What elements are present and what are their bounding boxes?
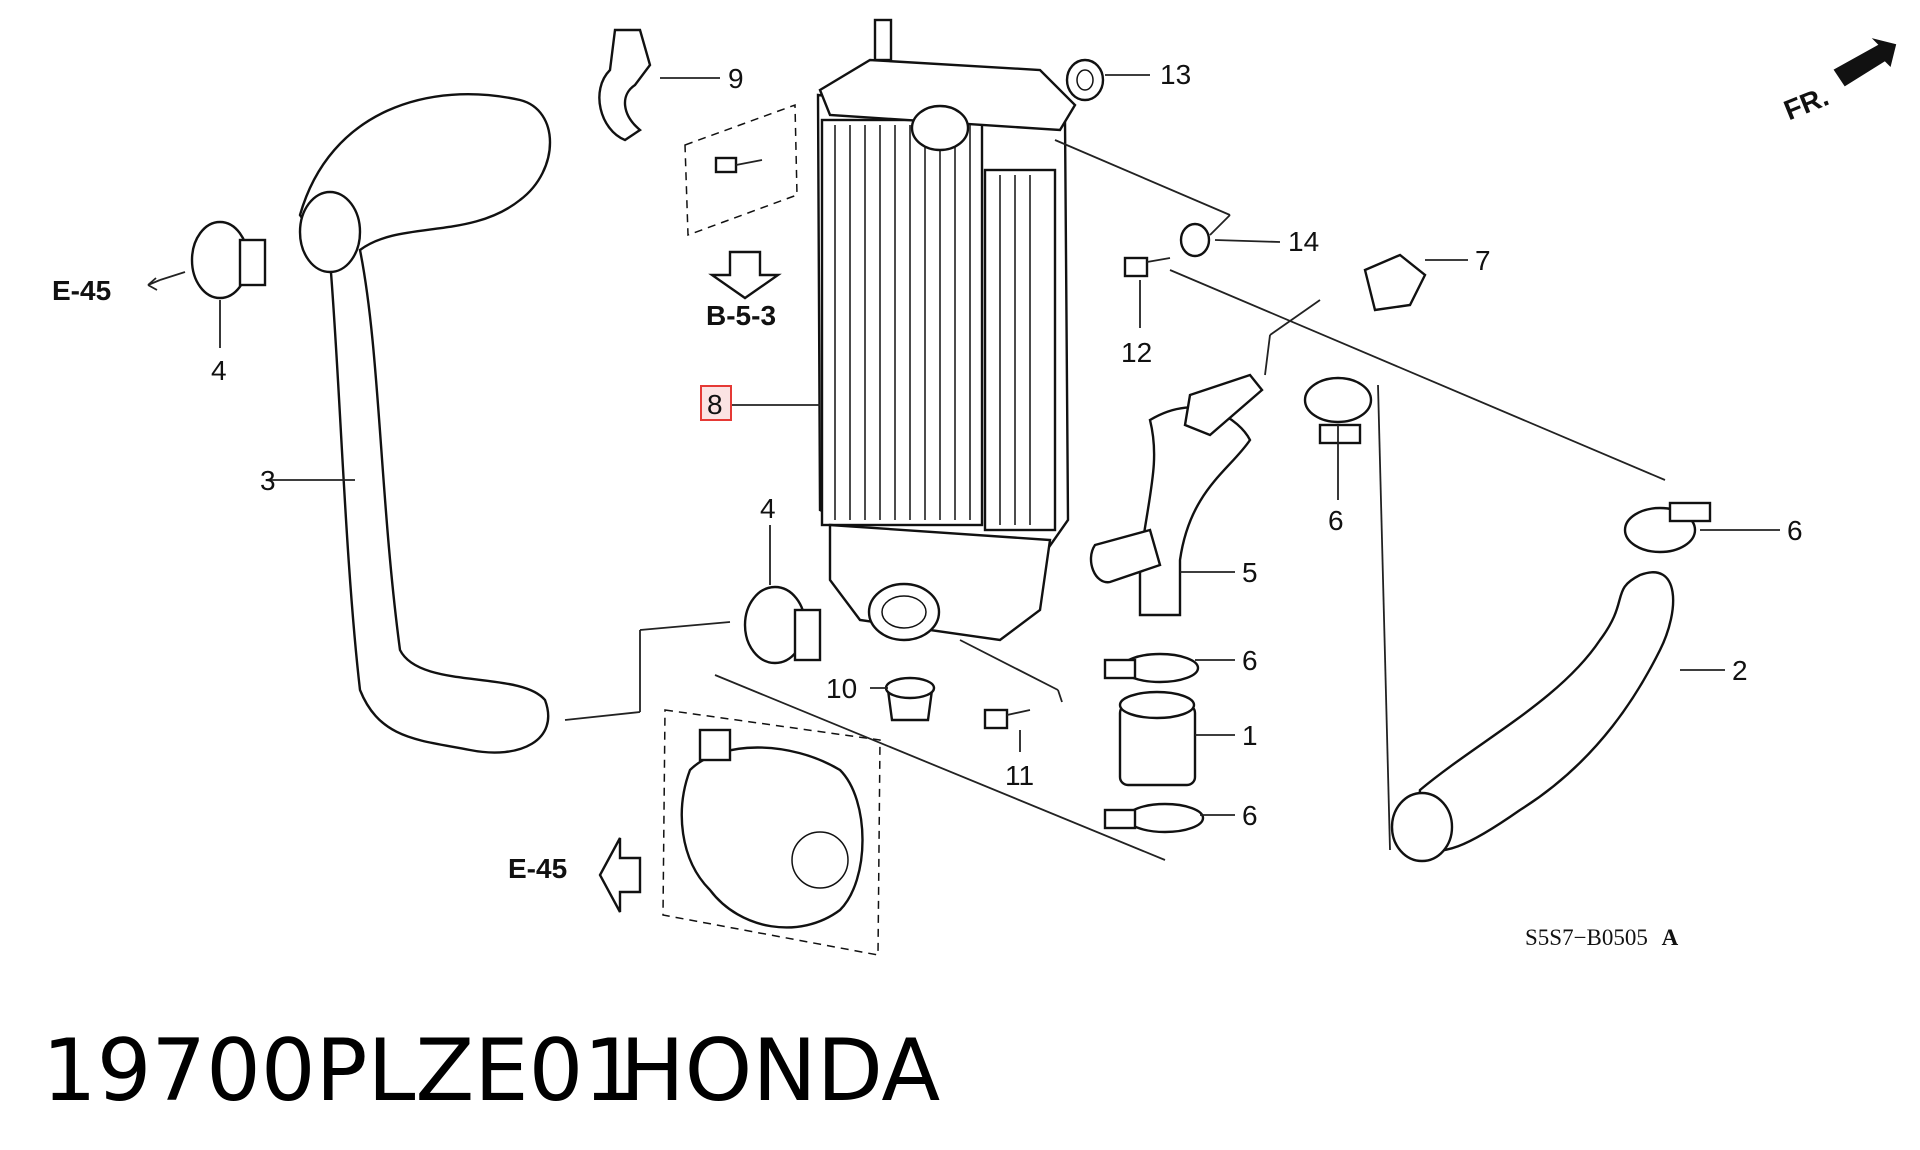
- callout-6-b: 6: [1787, 515, 1803, 546]
- ref-e45-top: E-45: [52, 275, 111, 306]
- caption-part-number: 19700PLZE01: [42, 1021, 638, 1121]
- bolt-11: [983, 708, 1031, 730]
- leader-lines: [159, 74, 1780, 861]
- callout-13: 13: [1160, 59, 1191, 90]
- hose-3: [298, 93, 552, 754]
- clamp-4-mid: [743, 585, 822, 665]
- highlight-box: [700, 385, 732, 421]
- bolt-b53: [714, 156, 763, 174]
- e45-bottom-arrow: [598, 837, 642, 913]
- callout-7: 7: [1475, 245, 1491, 276]
- grommet-13: [1065, 58, 1105, 102]
- front-arrow: [1833, 38, 1897, 87]
- grommet-10: [884, 676, 936, 722]
- turbocharger-reference: [662, 709, 881, 956]
- callout-14: 14: [1288, 226, 1319, 257]
- e45-top-arrow: [147, 277, 161, 291]
- intercooler-core: [816, 18, 1077, 642]
- hose-2: [1390, 571, 1675, 863]
- callout-6-a: 6: [1328, 505, 1344, 536]
- ref-front: FR.: [1780, 81, 1833, 127]
- pipe-5: [1089, 373, 1264, 617]
- callout-6-d: 6: [1242, 800, 1258, 831]
- bracket-9: [598, 28, 652, 142]
- drawing-code: S5S7−B0505 A: [1525, 925, 1679, 950]
- bolt-box: [684, 103, 798, 237]
- caption-brand: HONDA: [620, 1021, 940, 1121]
- clamp-4-top: [190, 220, 267, 300]
- callout-3: 3: [260, 465, 276, 496]
- callout-5: 5: [1242, 557, 1258, 588]
- rubber-sleeve-1: [1118, 690, 1197, 787]
- callout-9: 9: [728, 63, 744, 94]
- callout-1: 1: [1242, 720, 1258, 751]
- callout-12: 12: [1121, 337, 1152, 368]
- callout-10: 10: [826, 673, 857, 704]
- drawing-code-suffix: A: [1662, 925, 1679, 950]
- callout-11: 11: [1005, 760, 1034, 791]
- washer-14: [1179, 222, 1211, 258]
- clamp-6-d: [1103, 802, 1205, 834]
- callout-6-c: 6: [1242, 645, 1258, 676]
- b53-arrow: [708, 250, 782, 300]
- clamp-6-c: [1103, 652, 1200, 684]
- ref-e45-bottom: E-45: [508, 853, 567, 884]
- bolt-12: [1123, 256, 1171, 278]
- callout-8: 8: [707, 389, 723, 420]
- ref-b53: B-5-3: [706, 300, 776, 331]
- callout-4-top: 4: [211, 355, 227, 386]
- callout-2: 2: [1732, 655, 1748, 686]
- callout-4-mid: 4: [760, 493, 776, 524]
- clamp-6-a: [1303, 376, 1373, 445]
- drawing-code-main: S5S7−B0505: [1525, 925, 1648, 950]
- clamp-6-b: [1623, 501, 1712, 554]
- clip-7: [1363, 253, 1427, 312]
